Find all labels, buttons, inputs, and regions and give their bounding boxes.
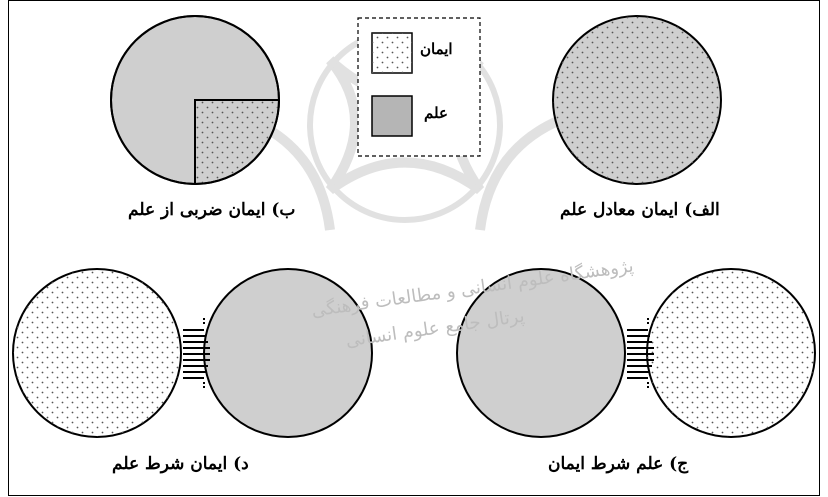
legend-science-label: علم	[424, 104, 448, 122]
legend-science-swatch	[371, 95, 413, 137]
panel-alef-circle	[552, 15, 722, 185]
legend-faith-label: ایمان	[420, 40, 453, 58]
panel-jim-circles	[456, 268, 816, 438]
legend-box	[357, 17, 481, 157]
panel-dal-circles	[12, 268, 373, 438]
caption-dal: د) ایمان شرط علم	[112, 454, 249, 474]
caption-be: ب) ایمان ضربی از علم	[128, 200, 296, 220]
arrow-jim	[627, 318, 654, 390]
figure-frame	[8, 0, 820, 496]
arrow-dal	[183, 318, 210, 390]
panel-be-circle	[110, 15, 280, 185]
caption-alef: الف) ایمان معادل علم	[560, 200, 720, 220]
caption-jim: ج) علم شرط ایمان	[548, 454, 689, 474]
legend-faith-swatch	[371, 32, 413, 74]
